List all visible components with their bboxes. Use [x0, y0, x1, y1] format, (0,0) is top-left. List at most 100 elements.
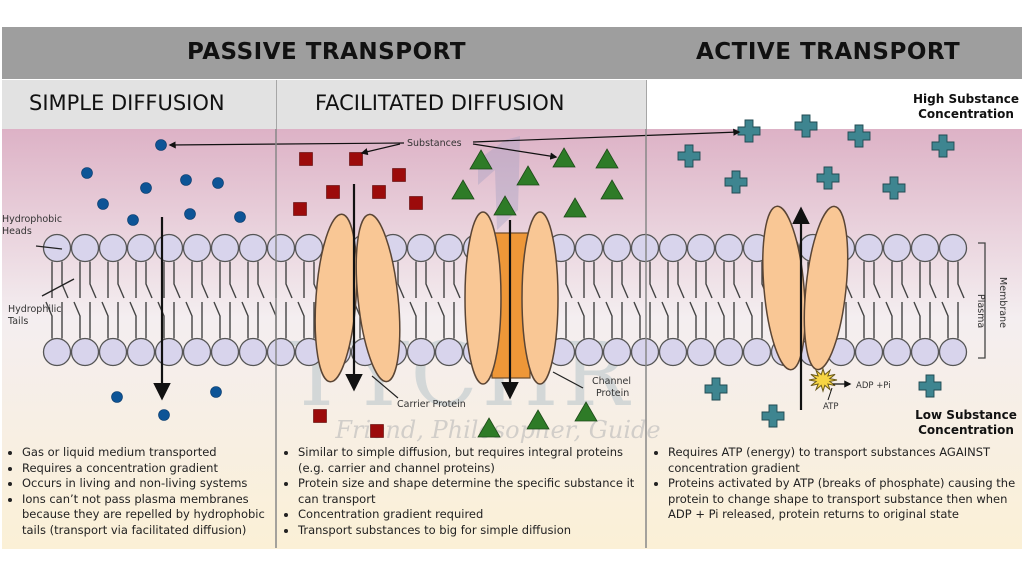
channel-pointer-line — [552, 371, 584, 389]
low-concentration-line-1: Low Substance — [915, 408, 1017, 422]
passive-transport-header: PASSIVE TRANSPORT — [2, 27, 646, 79]
molecule-cross-icon — [677, 144, 701, 168]
simple-diffusion-header: SIMPLE DIFFUSION — [2, 80, 276, 129]
lipid-head — [70, 233, 100, 263]
lipid-head — [266, 337, 296, 367]
pump-protein-right — [803, 205, 849, 371]
lipid-tail — [73, 301, 81, 339]
lipid-head — [938, 233, 968, 263]
lipid-tail — [677, 261, 685, 299]
passive-transport-title: PASSIVE TRANSPORT — [187, 39, 467, 65]
molecule-dot-icon — [140, 182, 152, 194]
lipid-head — [98, 337, 128, 367]
lipid-head — [182, 233, 212, 263]
molecule-triangle-icon — [563, 197, 587, 218]
lipid-head — [658, 233, 688, 263]
molecule-triangle-icon — [516, 165, 540, 186]
note-item: Ions can’t not pass plasma membranes bec… — [22, 492, 274, 539]
molecule-cross-icon — [794, 114, 818, 138]
lipid-head — [714, 337, 744, 367]
molecule-triangle-icon — [595, 148, 619, 169]
molecule-square-icon — [313, 409, 327, 423]
lipid-head — [686, 233, 716, 263]
arrows — [153, 128, 852, 410]
molecule-cross-icon — [931, 134, 955, 158]
lipid-head — [714, 233, 744, 263]
molecule-cross-icon — [761, 404, 785, 428]
lipid-head — [938, 337, 968, 367]
lipid-head — [154, 337, 184, 367]
molecule-triangle-icon — [469, 149, 493, 170]
high-concentration-line-2: Concentration — [918, 107, 1014, 121]
pump-protein-left — [762, 205, 806, 371]
lipid-tail — [941, 301, 949, 339]
lipid-tail — [229, 261, 237, 299]
lipid-tail — [689, 301, 697, 339]
hydrophobic-heads-label-1: Hydrophobic — [2, 214, 63, 225]
hydrophilic-tails-label-1: Hydrophilic — [8, 304, 62, 315]
lipid-head — [434, 337, 464, 367]
lipid-tail — [621, 261, 629, 299]
lipid-tail — [129, 301, 137, 339]
simple-diffusion-notes: Gas or liquid medium transportedRequires… — [4, 445, 274, 538]
low-concentration-label: Low Substance Concentration — [912, 408, 1020, 438]
lipid-head — [154, 233, 184, 263]
lipid-head — [882, 337, 912, 367]
proteins — [314, 205, 849, 399]
lipid-head — [854, 233, 884, 263]
lipid-tail — [733, 261, 741, 299]
active-transport-notes: Requires ATP (energy) to transport subst… — [650, 445, 1020, 523]
molecule-cross-icon — [816, 166, 840, 190]
lipid-tail — [873, 261, 881, 299]
molecule-triangle-icon — [552, 147, 576, 168]
lipid-tail — [661, 301, 669, 339]
substances-pointer-dot — [168, 141, 405, 149]
lipid-head — [406, 233, 436, 263]
molecule-square-icon — [293, 202, 307, 216]
molecule-cross-icon — [882, 176, 906, 200]
lipid-tail — [89, 261, 97, 299]
molecule-cross-icon — [737, 119, 761, 143]
lipid-tail — [929, 261, 937, 299]
atp-burst-icon — [808, 367, 838, 393]
lipid-head — [42, 337, 72, 367]
note-item: Occurs in living and non-living systems — [22, 476, 274, 492]
lipid-tail — [157, 301, 165, 339]
note-item: Requires a concentration gradient — [22, 461, 274, 477]
lipid-head — [658, 337, 688, 367]
channel-protein-label-1: Channel — [592, 376, 632, 387]
molecule-square-icon — [349, 152, 363, 166]
lipid-tail — [913, 301, 921, 339]
lipid-head — [630, 337, 660, 367]
facilitated-diffusion-notes: Similar to simple diffusion, but require… — [280, 445, 644, 538]
lipid-tail — [565, 261, 573, 299]
hydrophilic-tails-label-2: Tails — [8, 316, 29, 327]
note-item: Concentration gradient required — [298, 507, 644, 523]
facilitated-diffusion-header: FACILITATED DIFFUSION — [277, 80, 646, 129]
note-item: Transport substances to big for simple d… — [298, 523, 644, 539]
molecule-triangle-icon — [600, 179, 624, 200]
lipid-tail — [201, 261, 209, 299]
lipid-head — [238, 337, 268, 367]
lipid-tail — [649, 261, 657, 299]
molecule-cross-icon — [918, 374, 942, 398]
simple-diffusion-title: SIMPLE DIFFUSION — [29, 91, 225, 115]
lipid-head — [854, 337, 884, 367]
active-transport-header: ACTIVE TRANSPORT — [646, 27, 1022, 79]
substances-pointer-triangle — [472, 143, 558, 160]
plasma-membrane-label-1: Plasma — [975, 294, 986, 329]
particles — [81, 114, 955, 438]
lipid-tail — [257, 261, 265, 299]
lipid-head — [910, 337, 940, 367]
molecule-triangle-icon — [574, 401, 598, 422]
lipid-tail — [857, 301, 865, 339]
molecule-dot-icon — [158, 409, 170, 421]
note-item: Proteins activated by ATP (breaks of pho… — [668, 476, 1020, 523]
lipid-tail — [145, 261, 153, 299]
lipid-tail — [241, 301, 249, 339]
hydrophobic-heads-label-2: Heads — [2, 226, 32, 237]
lipid-head — [574, 337, 604, 367]
lipid-head — [630, 233, 660, 263]
lipid-head — [406, 337, 436, 367]
lipid-head — [70, 337, 100, 367]
